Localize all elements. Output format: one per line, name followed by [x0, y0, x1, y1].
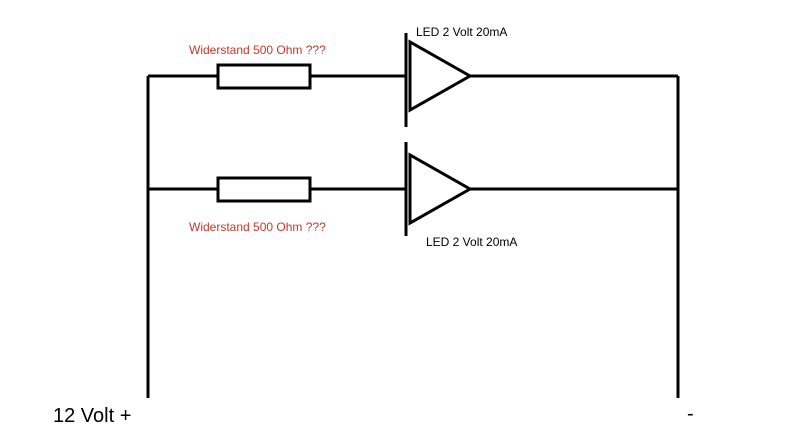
resistor-2	[216, 176, 312, 203]
led-1-triangle	[408, 39, 474, 113]
led-1-label: LED 2 Volt 20mA	[416, 25, 508, 39]
led-2-label: LED 2 Volt 20mA	[426, 235, 518, 249]
positive-terminal-label: 12 Volt +	[53, 405, 132, 427]
resistor-2-label: Widerstand 500 Ohm ???	[189, 220, 326, 234]
negative-terminal-label: -	[687, 403, 694, 425]
resistor-1	[216, 63, 312, 90]
resistor-1-label: Widerstand 500 Ohm ???	[189, 43, 326, 57]
led-2-triangle	[408, 152, 474, 226]
wires	[146, 74, 680, 398]
